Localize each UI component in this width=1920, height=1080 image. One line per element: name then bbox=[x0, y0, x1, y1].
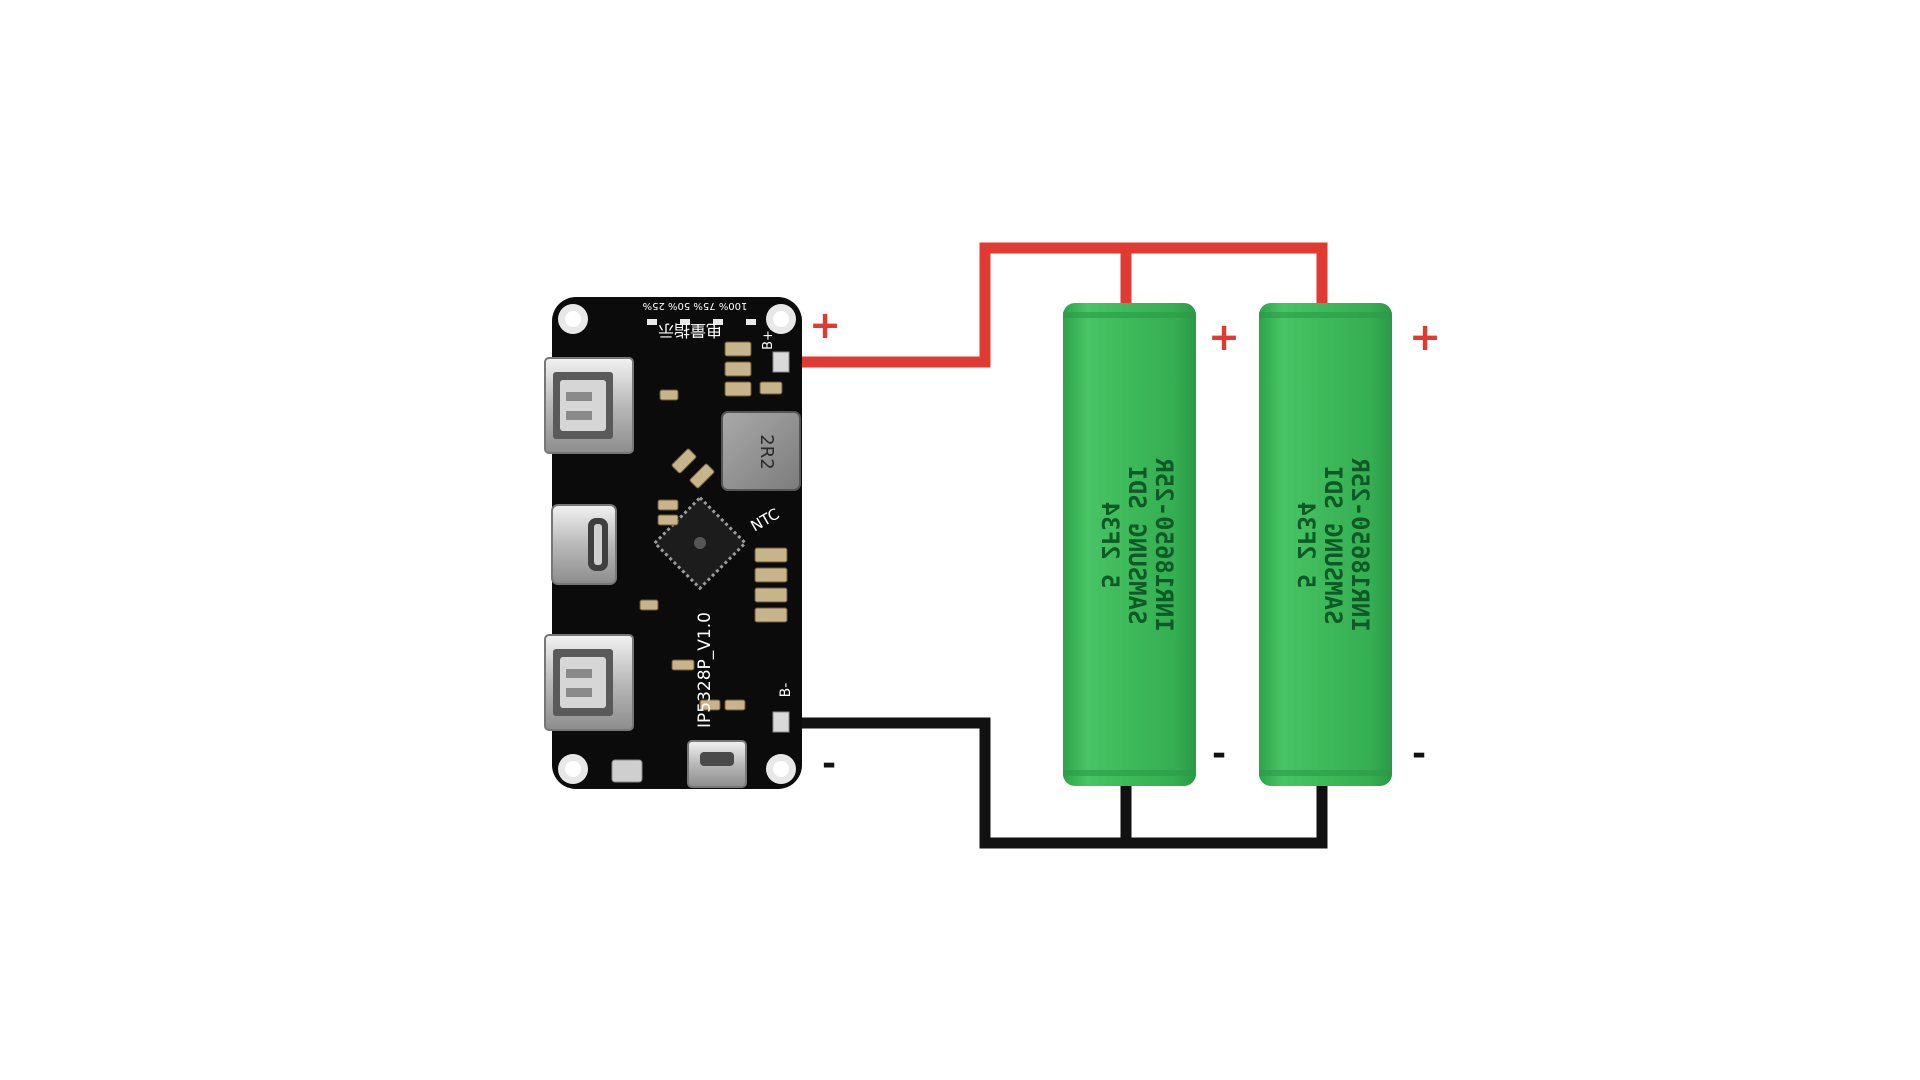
inductor: 2R2 bbox=[721, 411, 801, 491]
positive-wire bbox=[780, 242, 1328, 368]
mounting-holes bbox=[558, 304, 796, 784]
cell-2-line3: 5 2F34 bbox=[1292, 502, 1320, 589]
cell-2-plus-sign: + bbox=[1409, 315, 1441, 359]
level-marks-label: 100% 75% 50% 25% bbox=[643, 300, 748, 311]
cell-1-body bbox=[1063, 303, 1196, 786]
bplus-pad bbox=[772, 351, 790, 373]
smd-components bbox=[639, 341, 788, 711]
bminus-pad bbox=[772, 711, 790, 733]
push-button bbox=[611, 759, 643, 783]
cell-1-line1: INR18650-25R bbox=[1150, 458, 1178, 632]
cell-1-minus-sign: - bbox=[1212, 734, 1226, 774]
cell-2-line1: INR18650-25R bbox=[1346, 458, 1374, 632]
board-minus-sign: - bbox=[822, 744, 836, 784]
usb-a-port-top bbox=[544, 357, 634, 454]
cell-2-body bbox=[1259, 303, 1392, 786]
cell-1-plus-sign: + bbox=[1208, 315, 1240, 359]
micro-usb-port bbox=[687, 740, 747, 788]
cell-2-minus-sign: - bbox=[1412, 734, 1426, 774]
cell-1-line3: 5 2F34 bbox=[1096, 502, 1124, 589]
inductor-label: 2R2 bbox=[756, 434, 777, 469]
bminus-label: B- bbox=[778, 683, 794, 698]
level-leds bbox=[647, 319, 756, 325]
negative-wire bbox=[780, 717, 1328, 849]
battery-cell-2: INR18650-25R SAMSUNG SDI 5 2F34 bbox=[1259, 303, 1392, 786]
battery-cell-1: INR18650-25R SAMSUNG SDI 5 2F34 bbox=[1063, 303, 1196, 786]
usb-c-port bbox=[551, 504, 617, 585]
cell-1-line2: SAMSUNG SDI bbox=[1123, 466, 1151, 625]
indicator-label: 电量指示 bbox=[658, 321, 722, 340]
bplus-label: B+ bbox=[761, 330, 776, 350]
model-label: IP5328P_V1.0 bbox=[695, 612, 715, 728]
cell-2-line2: SAMSUNG SDI bbox=[1319, 466, 1347, 625]
usb-a-port-bottom bbox=[544, 634, 634, 731]
board-plus-sign: + bbox=[809, 303, 841, 347]
ip5328p-board: 2R2 bbox=[544, 297, 802, 789]
